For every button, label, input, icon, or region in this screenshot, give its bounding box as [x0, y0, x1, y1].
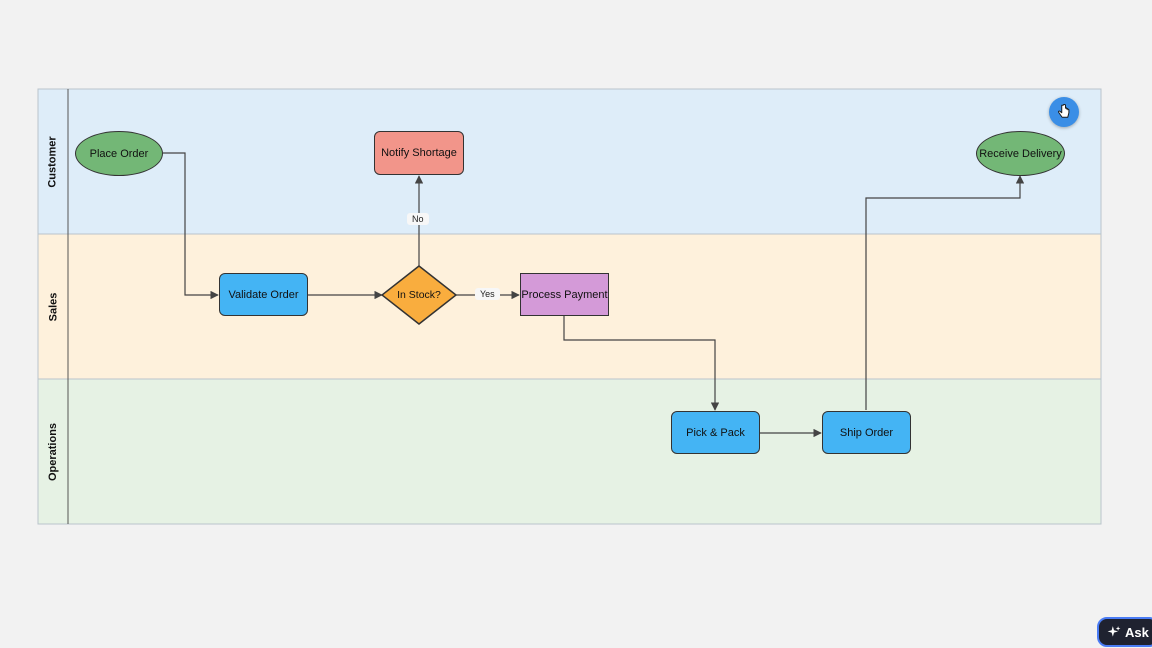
node-ship-order[interactable]: Ship Order — [822, 411, 911, 454]
edge-label-no: No — [407, 213, 429, 225]
hand-pointer-icon — [1058, 104, 1070, 118]
node-receive-delivery[interactable]: Receive Delivery — [976, 131, 1065, 176]
node-notify-shortage[interactable]: Notify Shortage — [374, 131, 464, 175]
lane-operations-bg — [37, 378, 1102, 525]
node-validate-order[interactable]: Validate Order — [219, 273, 308, 316]
node-pick-pack[interactable]: Pick & Pack — [671, 411, 760, 454]
decision-diamond-shape — [380, 265, 458, 325]
lane-label-sales: Sales — [47, 292, 59, 321]
sparkle-icon — [1107, 626, 1121, 637]
hand-pointer-button[interactable] — [1049, 97, 1079, 127]
node-place-order[interactable]: Place Order — [75, 131, 163, 176]
edge-payment-to-pick — [563, 316, 720, 411]
edge-label-yes: Yes — [475, 288, 500, 300]
node-process-payment[interactable]: Process Payment — [520, 273, 609, 316]
lane-label-customer: Customer — [47, 135, 59, 188]
node-in-stock[interactable]: In Stock? — [397, 289, 441, 301]
ask-button[interactable]: Ask — [1097, 617, 1152, 647]
lane-label-operations: Operations — [47, 422, 60, 481]
edge-place-to-validate — [163, 152, 219, 300]
edge-ship-to-receive — [865, 175, 1025, 410]
lane-customer-bg — [37, 88, 1102, 235]
ask-label: Ask — [1125, 624, 1149, 640]
